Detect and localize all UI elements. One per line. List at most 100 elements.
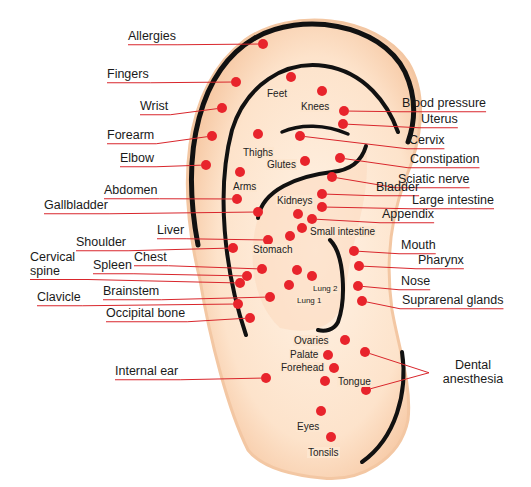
point-dot	[233, 299, 243, 309]
point-dot	[354, 261, 364, 271]
lobe-outline	[362, 352, 403, 462]
point-dot	[340, 335, 350, 345]
point-dot	[284, 280, 294, 290]
part-label: Abdomen	[104, 184, 158, 198]
part-label: Feet	[266, 88, 288, 99]
leader-line	[120, 165, 201, 167]
point-dot	[357, 296, 367, 306]
part-label: Eyes	[296, 421, 320, 432]
leader-line	[349, 111, 486, 113]
point-dot	[286, 72, 296, 82]
point-group	[201, 39, 371, 442]
point-dot	[360, 347, 370, 357]
part-label: Blood pressure	[402, 97, 486, 111]
leader-line	[44, 212, 253, 214]
point-dot	[261, 373, 271, 383]
part-label: Cervical spine	[30, 251, 86, 279]
part-label: Stomach	[252, 244, 293, 255]
part-label: Wrist	[140, 100, 168, 114]
point-dot	[326, 432, 336, 442]
part-label: Allergies	[128, 30, 176, 44]
leader-line	[134, 266, 257, 269]
part-label: Elbow	[120, 152, 154, 166]
part-label: Lung 2	[312, 285, 338, 294]
point-dot	[327, 172, 337, 182]
leader-line	[157, 239, 263, 240]
part-label: Constipation	[410, 153, 480, 167]
leader-line	[93, 274, 242, 276]
point-dot	[258, 39, 268, 49]
part-label: Shoulder	[76, 236, 126, 250]
part-label: Forearm	[107, 129, 154, 143]
point-dot	[228, 243, 238, 253]
leader-line	[30, 280, 235, 283]
leader-line	[128, 44, 258, 46]
part-label: Thighs	[242, 147, 274, 158]
leader-line	[371, 373, 429, 389]
part-label: Small intestine	[309, 226, 376, 237]
point-dot	[323, 350, 333, 360]
point-dot	[317, 189, 327, 199]
part-label: Dental anesthesia	[432, 359, 514, 387]
ear-body	[187, 20, 420, 478]
part-label: Pharynx	[418, 254, 464, 268]
point-dot	[293, 209, 303, 219]
part-label: Spleen	[93, 259, 132, 273]
part-label: Glutes	[266, 159, 297, 170]
part-label: Gallbladder	[44, 199, 108, 213]
point-dot	[320, 376, 330, 386]
point-dot	[295, 131, 305, 141]
part-label: Tongue	[337, 376, 372, 387]
point-dot	[353, 281, 363, 291]
concha-shade	[253, 146, 367, 331]
leader-line	[107, 82, 231, 84]
part-label: Brainstem	[103, 285, 159, 299]
point-dot	[207, 131, 217, 141]
point-dot	[349, 246, 359, 256]
leader-line	[37, 304, 233, 306]
point-dot	[257, 264, 267, 274]
part-label: Mouth	[401, 239, 436, 253]
part-label: Cervix	[409, 134, 444, 148]
point-dot	[300, 156, 310, 166]
point-dot	[201, 160, 211, 170]
point-dot	[242, 271, 252, 281]
point-dot	[307, 214, 317, 224]
point-dot	[292, 265, 302, 275]
part-label: Uterus	[421, 113, 458, 127]
leader-line	[327, 194, 419, 196]
part-label: Large intestine	[412, 194, 494, 208]
part-label: Lung 1	[296, 297, 322, 306]
point-dot	[317, 202, 327, 212]
point-dot	[245, 313, 255, 323]
part-label: Arms	[232, 181, 257, 192]
part-label: Appendix	[382, 208, 434, 222]
leader-line	[370, 354, 429, 373]
antihelix-outline	[224, 65, 398, 335]
part-label: Internal ear	[115, 365, 178, 379]
point-dot	[253, 129, 263, 139]
point-dot	[335, 153, 345, 163]
point-dot	[235, 167, 245, 177]
part-label: Nose	[401, 275, 430, 289]
point-dot	[231, 77, 241, 87]
part-label: Kidneys	[276, 195, 314, 206]
part-label: Suprarenal glands	[402, 294, 503, 308]
leader-line	[104, 198, 232, 199]
point-dot	[217, 103, 227, 113]
part-label: Clavicle	[37, 291, 81, 305]
part-label: Bladder	[376, 181, 419, 195]
point-dot	[339, 106, 349, 116]
point-dot	[253, 207, 263, 217]
point-dot	[338, 119, 348, 129]
part-label: Chest	[134, 251, 167, 265]
point-dot	[265, 292, 275, 302]
part-label: Ovaries	[293, 335, 329, 346]
crus-outline	[282, 126, 348, 134]
point-dot	[317, 86, 327, 96]
part-label: Liver	[157, 224, 184, 238]
part-label: Occipital bone	[106, 307, 185, 321]
point-dot	[297, 223, 307, 233]
part-label: Forehead	[280, 362, 325, 373]
